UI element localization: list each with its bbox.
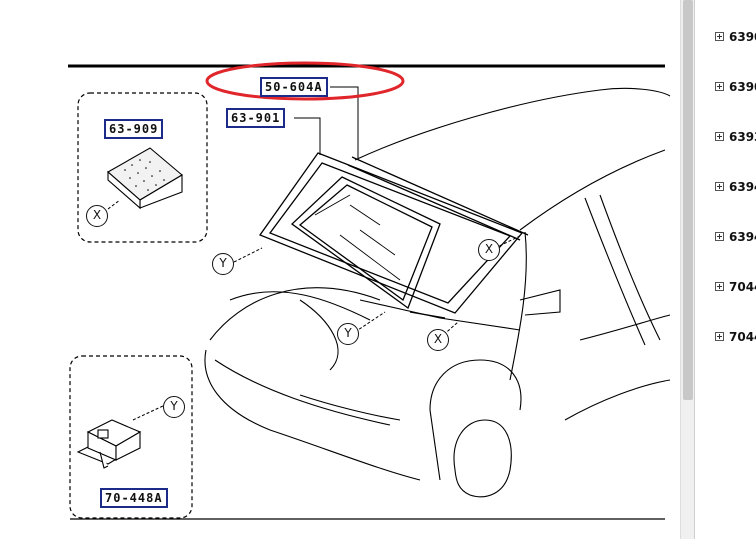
tree-item[interactable]: 6393 <box>715 128 756 146</box>
diagram-scrollbar[interactable] <box>680 0 695 539</box>
tree-item[interactable]: 6390 <box>715 78 756 96</box>
expand-plus-icon[interactable] <box>715 132 724 141</box>
tree-item-label: 6390 <box>729 80 756 94</box>
expand-plus-icon[interactable] <box>715 182 724 191</box>
ref-marker-x: X <box>427 329 449 351</box>
callout-windshield-glass[interactable]: 63-901 <box>226 108 286 128</box>
ref-marker-x: X <box>478 239 500 261</box>
scrollbar-thumb[interactable] <box>683 0 693 400</box>
ref-marker-y: Y <box>337 323 359 345</box>
callout-dam-rubber[interactable]: 63-909 <box>104 119 164 139</box>
tree-item[interactable]: 7044 <box>715 328 756 346</box>
tree-item[interactable]: 6394 <box>715 178 756 196</box>
tree-item-label: 7044 <box>729 330 756 344</box>
ref-marker-y: Y <box>212 253 234 275</box>
leader-lines <box>103 86 521 421</box>
expand-plus-icon[interactable] <box>715 82 724 91</box>
expand-plus-icon[interactable] <box>715 332 724 341</box>
dam-rubber-block <box>107 147 183 210</box>
tree-item-label: 6394 <box>729 180 756 194</box>
expand-plus-icon[interactable] <box>715 232 724 241</box>
bracket-clip-part <box>76 419 142 469</box>
tree-item-label: 7044 <box>729 280 756 294</box>
expand-plus-icon[interactable] <box>715 32 724 41</box>
tree-item-label: 6393 <box>729 130 756 144</box>
ref-marker-x: X <box>86 205 108 227</box>
callout-molding[interactable]: 50-604A <box>260 77 328 97</box>
parts-diagram-panel: 50-604A 63-901 63-909 70-448A X Y X Y X … <box>68 61 671 520</box>
tree-item[interactable]: 6390 <box>715 28 756 46</box>
parts-tree-sidebar: 6390 6390 6393 6394 6394 7044 7044 <box>694 0 756 539</box>
tree-item-label: 6394 <box>729 230 756 244</box>
windshield-glass <box>258 152 524 314</box>
red-highlight-ellipse <box>205 61 405 101</box>
glass-reflection <box>314 194 401 281</box>
callout-bracket-clip[interactable]: 70-448A <box>100 488 168 508</box>
windshield-molding <box>290 156 529 319</box>
detail-box-dam-rubber <box>77 92 208 243</box>
tree-item[interactable]: 6394 <box>715 228 756 246</box>
parts-diagram <box>68 64 671 520</box>
expand-plus-icon[interactable] <box>715 282 724 291</box>
car-body-outline <box>204 87 671 498</box>
ref-marker-y: Y <box>163 396 185 418</box>
tree-item-label: 6390 <box>729 30 756 44</box>
tree-item[interactable]: 7044 <box>715 278 756 296</box>
detail-box-bracket <box>69 355 193 519</box>
